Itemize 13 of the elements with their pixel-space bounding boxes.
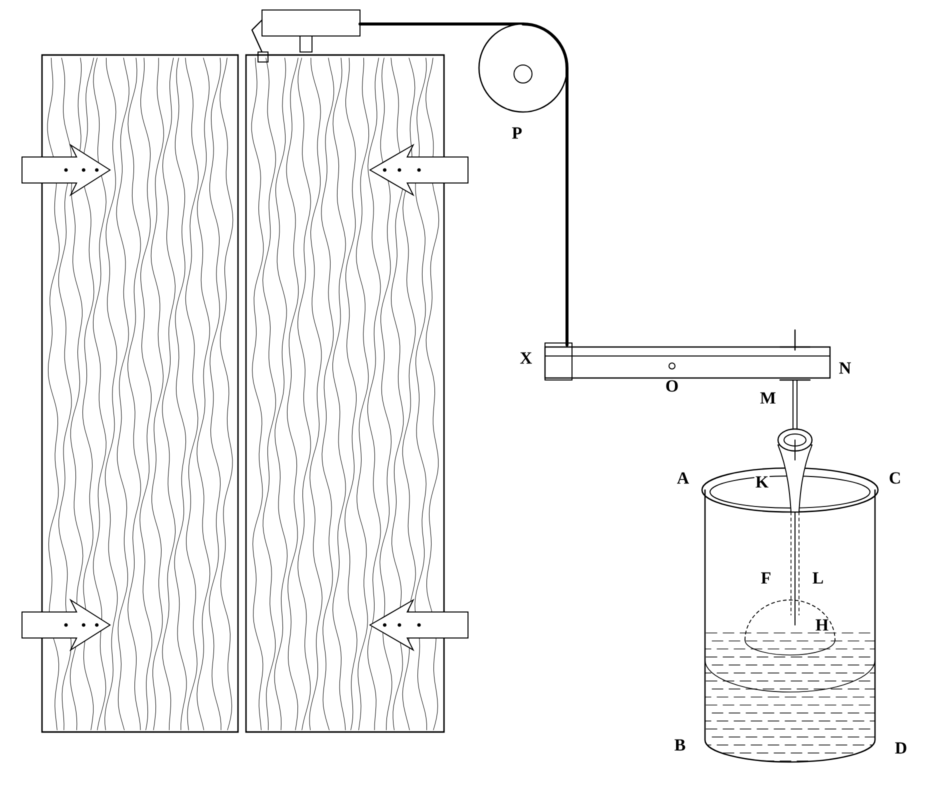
part-label: K [754, 475, 770, 489]
part-label: C [888, 471, 902, 485]
part-label: F [760, 571, 772, 585]
part-label: P [510, 126, 524, 140]
part-label: O [664, 379, 680, 393]
part-label: A [676, 471, 690, 485]
part-label: L [811, 571, 825, 585]
part-label: M [758, 391, 778, 405]
part-label: N [838, 361, 852, 375]
part-label: B [673, 738, 687, 752]
part-label: D [894, 741, 908, 755]
part-label: H [814, 618, 830, 632]
part-label: X [518, 351, 534, 365]
